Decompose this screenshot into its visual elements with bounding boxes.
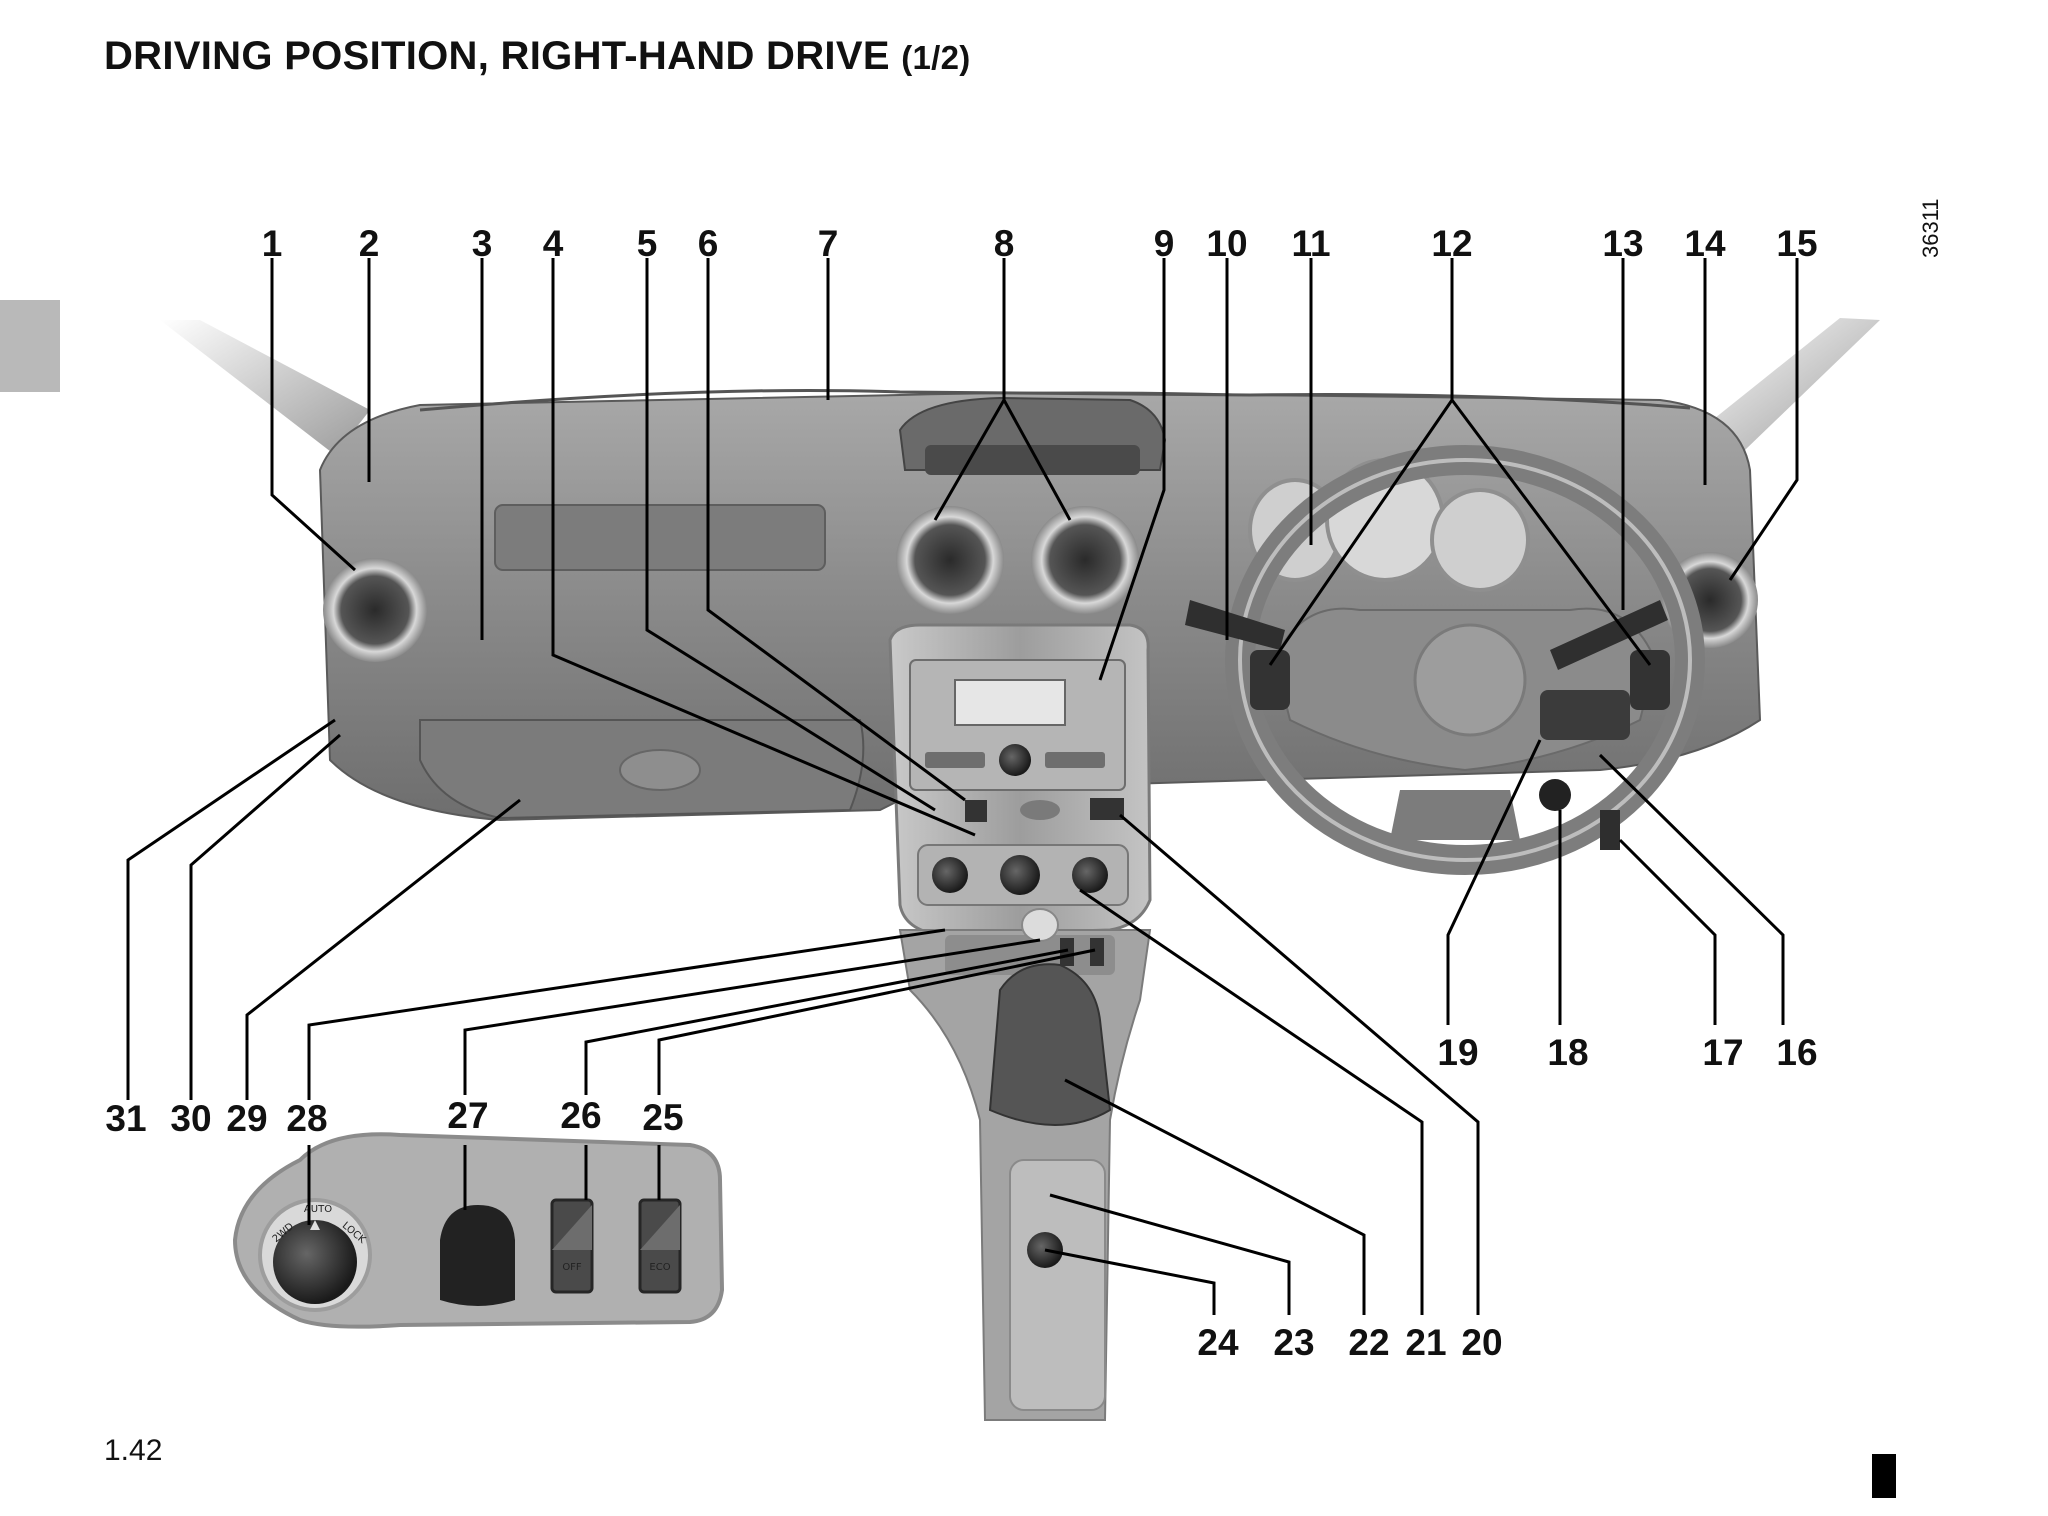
label-eco: ECO: [649, 1262, 670, 1273]
callout-1: 1: [262, 223, 283, 264]
heater-knob-left: [932, 857, 968, 893]
radio-buttons-right: [1045, 752, 1105, 768]
terrain-selector-knob: [273, 1220, 357, 1304]
callout-8: 8: [994, 223, 1015, 264]
callout-9: 9: [1154, 223, 1175, 264]
central-vent-left: [896, 506, 1004, 614]
callout-6: 6: [698, 223, 719, 264]
mode-selector-small: [1021, 908, 1059, 942]
bonnet-release: [1600, 810, 1620, 850]
callout-5: 5: [637, 223, 658, 264]
airbag-emblem: [1413, 623, 1527, 737]
terrain-selector-indicator: [310, 1220, 320, 1230]
callout-2: 2: [359, 223, 380, 264]
callout-11: 11: [1291, 223, 1330, 264]
callout-17: 17: [1702, 1032, 1743, 1073]
rocker-switch-27: [440, 1205, 515, 1306]
callout-20: 20: [1461, 1322, 1502, 1363]
section-end-mark: [1872, 1454, 1896, 1498]
callout-24: 24: [1197, 1322, 1239, 1363]
steering-switch-right: [1630, 650, 1670, 710]
heater-knob-centre: [1000, 855, 1040, 895]
callout-22: 22: [1348, 1322, 1389, 1363]
radio-buttons-left: [925, 752, 985, 768]
callout-3: 3: [472, 223, 493, 264]
callout-numbers: 1 2 3 4 5 6 7 8 9 10 11 12 13 14 15 16 1…: [105, 223, 1817, 1363]
callout-31: 31: [105, 1098, 146, 1139]
central-vent-right: [1031, 506, 1139, 614]
console-switch-6: [965, 800, 987, 822]
figure-reference-code: 36311: [1918, 198, 1943, 258]
callout-18: 18: [1547, 1032, 1588, 1073]
console-button-25: [1090, 938, 1104, 966]
dashboard-top-edge: [419, 388, 1691, 412]
radio-display: [954, 679, 1066, 726]
chapter-tab: [0, 300, 60, 392]
title-part: (1/2): [901, 39, 971, 76]
callout-14: 14: [1684, 223, 1726, 264]
switch-panel-inset: 2WD AUTO LOCK OFF ECO: [232, 1132, 725, 1329]
leader-lines: [126, 258, 1799, 1315]
steering-column: [1390, 790, 1520, 840]
callout-26: 26: [560, 1095, 601, 1136]
console-switch-20: [1090, 798, 1124, 820]
left-a-pillar: [160, 320, 370, 455]
steering-switch-left: [1250, 650, 1290, 710]
callout-27: 27: [447, 1095, 488, 1136]
dashboard-storage-shelf: [494, 504, 826, 571]
callout-15: 15: [1776, 223, 1817, 264]
callout-30: 30: [170, 1098, 211, 1139]
callout-19: 19: [1437, 1032, 1478, 1073]
steering-wheel-rim-highlight: [1238, 458, 1692, 862]
gear-lever-boot: [988, 963, 1112, 1126]
callout-29: 29: [226, 1098, 267, 1139]
callout-7: 7: [818, 223, 839, 264]
console-tray: [1009, 1159, 1106, 1411]
callout-25: 25: [642, 1097, 683, 1138]
callout-23: 23: [1273, 1322, 1314, 1363]
label-esp-off: OFF: [562, 1262, 582, 1273]
heater-knob-right: [1072, 857, 1108, 893]
callout-10: 10: [1206, 223, 1247, 264]
callout-16: 16: [1776, 1032, 1817, 1073]
page-title: DRIVING POSITION, RIGHT-HAND DRIVE (1/2): [104, 34, 971, 79]
left-stalk: [1185, 600, 1285, 650]
callout-12: 12: [1431, 223, 1472, 264]
console-button-26: [1060, 938, 1074, 966]
cruise-control-switch: [1540, 690, 1630, 740]
left-side-vent: [323, 558, 427, 662]
callout-13: 13: [1602, 223, 1643, 264]
instrument-cluster-right: [1430, 488, 1530, 592]
callout-28: 28: [286, 1098, 327, 1139]
label-auto: AUTO: [304, 1204, 332, 1215]
glovebox-handle: [619, 749, 701, 791]
right-stalk: [1550, 600, 1668, 670]
hood-recess: [925, 445, 1140, 475]
right-a-pillar: [1700, 318, 1880, 450]
radio-volume-knob: [999, 744, 1031, 776]
title-text: DRIVING POSITION, RIGHT-HAND DRIVE: [104, 34, 890, 78]
hazard-switch: [1020, 800, 1060, 820]
ignition-switch: [1539, 779, 1571, 811]
callout-21: 21: [1405, 1322, 1446, 1363]
page-number: 1.42: [104, 1434, 163, 1467]
callout-4: 4: [543, 223, 564, 264]
